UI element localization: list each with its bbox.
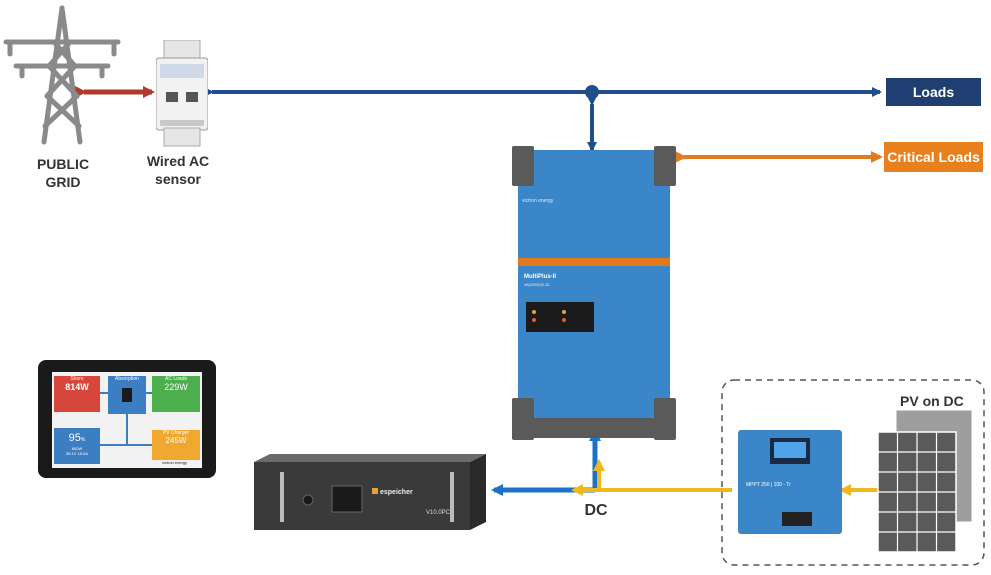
shore-value: 814W	[65, 382, 89, 392]
battery-brand: espeicher	[380, 489, 413, 496]
shore-title: Shore	[70, 376, 84, 382]
sensor-label: Wired AC sensor	[146, 153, 210, 187]
battery-value: 95	[68, 432, 81, 444]
ac-loads-tile: AC Loads 229W	[152, 376, 200, 412]
ac-junction	[585, 85, 599, 99]
pv-title: PV Charger	[162, 430, 190, 436]
gx-touch-display: Shore 814W Absorption AC Loads 229W 95% …	[38, 360, 216, 478]
state-tile: Absorption	[108, 376, 146, 414]
dc-label: DC	[584, 502, 608, 519]
loads-box: Loads	[886, 78, 981, 106]
battery-amps: 15.0A	[77, 451, 89, 456]
pv-charger-tile: PV Charger 245W	[152, 430, 200, 460]
grid-label: PUBLIC GRID	[36, 156, 90, 190]
battery-model: V10.0PC	[426, 510, 451, 516]
battery-tile: 95% 800W 55.1V 15.0A	[54, 428, 100, 464]
battery-unit-icon	[254, 454, 486, 530]
mppt-model: MPPT 250 | 100 - Tr	[746, 482, 791, 488]
shore-tile: Shore 814W	[54, 376, 100, 412]
pv-on-dc-label: PV on DC	[900, 393, 964, 409]
ac-sensor-icon	[156, 40, 208, 147]
power-pylon-icon	[3, 5, 121, 145]
pv-group-frame	[721, 379, 985, 566]
state-title: Absorption	[115, 376, 139, 382]
mppt-charger: MPPT 250 | 100 - Tr	[738, 430, 842, 534]
inverter-model: MultiPlus-II	[524, 274, 556, 280]
critical-loads-box: Critical Loads	[884, 142, 983, 172]
inverter-status-panel	[526, 302, 594, 332]
ac-loads-title: AC Loads	[165, 376, 187, 382]
solar-panel-icon	[877, 410, 973, 553]
inverter-brand: victron energy	[522, 198, 554, 204]
battery-unit: %	[80, 437, 86, 443]
battery-volts: 55.1V	[65, 451, 77, 456]
ac-loads-value: 229W	[164, 382, 188, 392]
inverter-sub: 48|3000|35-32	[524, 282, 550, 287]
battery-power: 800W	[71, 446, 83, 451]
display-brand: victron energy	[162, 460, 188, 465]
multiplus-inverter: victron energy MultiPlus-II 48|3000|35-3…	[512, 146, 676, 442]
pv-value: 245W	[165, 436, 187, 445]
